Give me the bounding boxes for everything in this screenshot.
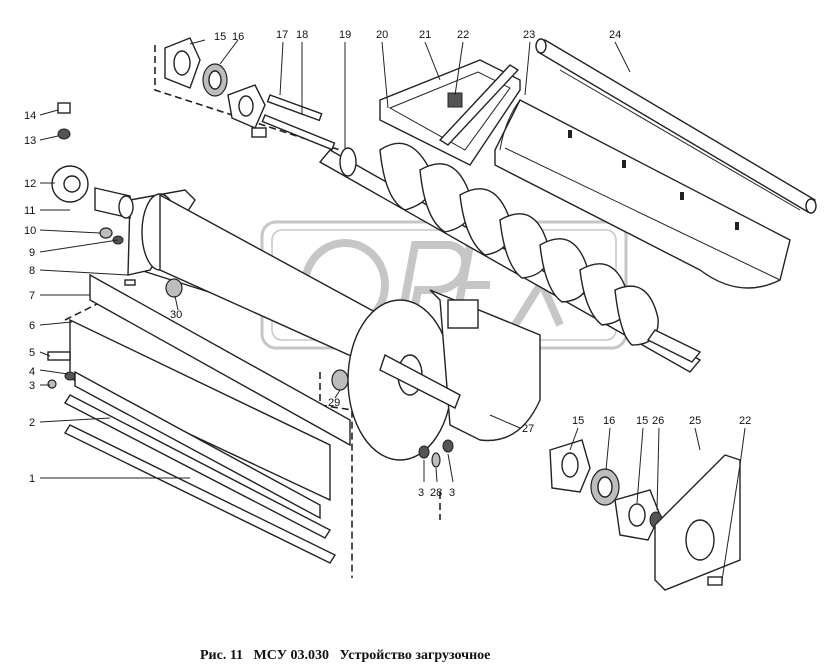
part-label-16: 16 [232,31,244,43]
figure-caption: Рис. 11 МСУ 03.030 Устройство загрузочно… [200,648,490,663]
part-label-28: 28 [430,487,442,499]
part-label-2: 2 [29,417,35,429]
part-label-22b: 22 [739,415,751,427]
part-label-15b: 15 [572,415,584,427]
part-label-12: 12 [24,178,36,190]
part-label-15c: 15 [636,415,648,427]
part-label-8: 8 [29,265,35,277]
part-label-15: 15 [214,31,226,43]
part-label-1: 1 [29,473,35,485]
sprocket-part [51,102,349,391]
part-label-16b: 16 [603,415,615,427]
auger-part [318,142,702,373]
part-label-3: 3 [29,380,35,392]
part-label-17: 17 [276,29,288,41]
panel-part [63,273,351,564]
part-label-20: 20 [376,29,388,41]
part-label-27: 27 [522,423,534,435]
part-label-30: 30 [170,309,182,321]
shaft-part [535,38,817,214]
part-label-3b: 3 [418,487,424,499]
part-label-9: 9 [29,247,35,259]
part-label-23: 23 [523,29,535,41]
part-label-11: 11 [24,205,35,217]
part-label-4: 4 [29,366,35,378]
part-label-21: 21 [419,29,431,41]
part-label-19: 19 [339,29,351,41]
part-label-10: 10 [24,225,36,237]
part-label-26: 26 [652,415,664,427]
part-labels: 1 2 3 3 3 4 5 6 7 8 9 10 11 12 13 14 15 … [24,29,751,499]
part-label-18: 18 [296,29,308,41]
part-label-24: 24 [609,29,621,41]
part-label-14: 14 [24,110,36,122]
plate-part [379,59,521,166]
bearing-flange-part [164,37,336,151]
part-label-29: 29 [328,397,340,409]
leader-lines [39,39,746,581]
part-label-25: 25 [689,415,701,427]
part-label-6: 6 [29,320,35,332]
trough-part [494,99,791,289]
right-bearing-part [418,439,741,591]
part-label-3c: 3 [449,487,455,499]
part-label-13: 13 [24,135,36,147]
part-label-22: 22 [457,29,469,41]
part-label-5: 5 [29,347,35,359]
part-label-7: 7 [29,290,35,302]
housing-part [127,189,541,461]
